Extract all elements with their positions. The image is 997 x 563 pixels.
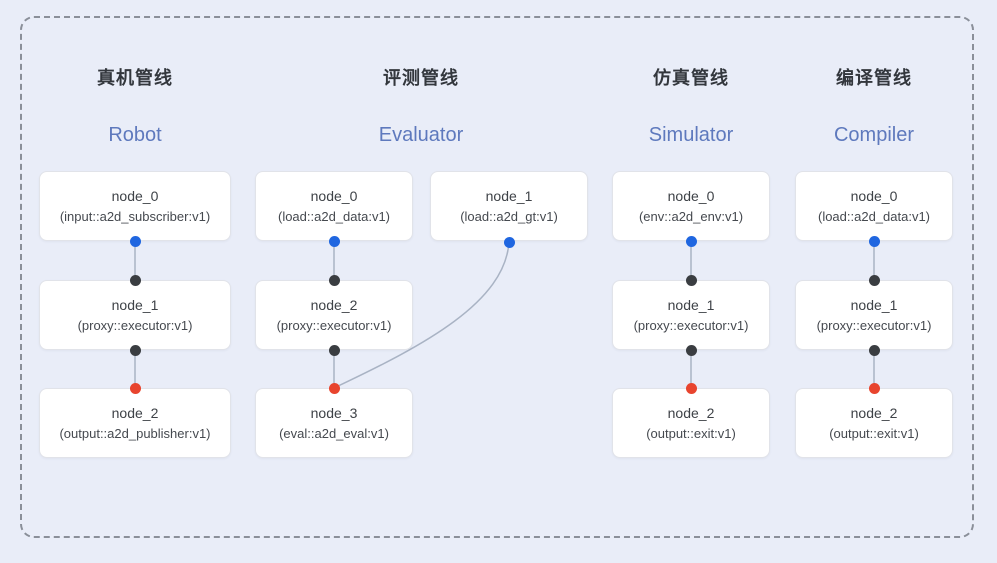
node-type: (proxy::executor:v1) (77, 317, 193, 333)
port-output-dot-compiler-node0 (868, 235, 880, 247)
node-type: (load::a2d_data:v1) (817, 208, 931, 224)
node-robot-node0: node_0 (input::a2d_subscriber:v1) (39, 171, 231, 241)
node-name: node_2 (667, 404, 715, 421)
port-input-dot-evaluator-node3 (328, 382, 340, 394)
node-evaluator-node3: node_3 (eval::a2d_eval:v1) (255, 388, 413, 458)
port-output-dot-evaluator-node0 (328, 235, 340, 247)
node-type: (load::a2d_data:v1) (277, 208, 391, 224)
port-input-dot-evaluator-node2 (328, 274, 340, 286)
node-name: node_2 (310, 296, 358, 313)
node-compiler-node1: node_1 (proxy::executor:v1) (795, 280, 953, 350)
pipeline-title-zh-simulator: 仿真管线 (653, 68, 729, 88)
pipeline-title-en-robot: Robot (108, 124, 162, 146)
port-output-dot-robot-node1 (129, 344, 141, 356)
node-name: node_0 (667, 187, 715, 204)
port-input-dot-robot-node1 (129, 274, 141, 286)
node-type: (load::a2d_gt:v1) (460, 208, 558, 224)
node-name: node_1 (485, 187, 533, 204)
node-compiler-node2: node_2 (output::exit:v1) (795, 388, 953, 458)
pipelines-frame (20, 16, 974, 538)
node-name: node_1 (850, 296, 898, 313)
node-simulator-node2: node_2 (output::exit:v1) (612, 388, 770, 458)
edge-evaluator-node1-node3 (335, 241, 510, 388)
port-output-dot-simulator-node0 (685, 235, 697, 247)
port-input-dot-robot-node2 (129, 382, 141, 394)
node-name: node_0 (310, 187, 358, 204)
port-output-dot-evaluator-node1 (503, 236, 515, 248)
node-simulator-node0: node_0 (env::a2d_env:v1) (612, 171, 770, 241)
pipeline-title-en-compiler: Compiler (833, 124, 915, 146)
node-name: node_3 (310, 404, 358, 421)
port-input-dot-simulator-node2 (685, 382, 697, 394)
node-name: node_0 (850, 187, 898, 204)
port-output-dot-simulator-node1 (685, 344, 697, 356)
node-type: (proxy::executor:v1) (816, 317, 932, 333)
node-evaluator-node2: node_2 (proxy::executor:v1) (255, 280, 413, 350)
node-robot-node2: node_2 (output::a2d_publisher:v1) (39, 388, 231, 458)
node-type: (env::a2d_env:v1) (638, 208, 744, 224)
node-type: (eval::a2d_eval:v1) (279, 425, 389, 441)
pipeline-title-en-simulator: Simulator (648, 124, 734, 146)
port-output-dot-compiler-node1 (868, 344, 880, 356)
node-name: node_1 (667, 296, 715, 313)
node-compiler-node0: node_0 (load::a2d_data:v1) (795, 171, 953, 241)
node-evaluator-node0: node_0 (load::a2d_data:v1) (255, 171, 413, 241)
node-type: (output::exit:v1) (829, 425, 919, 441)
pipeline-title-zh-compiler: 编译管线 (836, 68, 912, 88)
node-name: node_0 (111, 187, 159, 204)
pipeline-title-en-evaluator: Evaluator (378, 124, 464, 146)
node-robot-node1: node_1 (proxy::executor:v1) (39, 280, 231, 350)
node-name: node_2 (850, 404, 898, 421)
node-type: (output::a2d_publisher:v1) (59, 425, 211, 441)
node-name: node_1 (111, 296, 159, 313)
node-evaluator-node1: node_1 (load::a2d_gt:v1) (430, 171, 588, 241)
node-type: (proxy::executor:v1) (633, 317, 749, 333)
node-type: (output::exit:v1) (646, 425, 736, 441)
port-input-dot-compiler-node2 (868, 382, 880, 394)
node-simulator-node1: node_1 (proxy::executor:v1) (612, 280, 770, 350)
port-output-dot-robot-node0 (129, 235, 141, 247)
node-type: (input::a2d_subscriber:v1) (59, 208, 211, 224)
node-name: node_2 (111, 404, 159, 421)
pipeline-title-zh-evaluator: 评测管线 (383, 68, 459, 88)
pipeline-title-zh-robot: 真机管线 (97, 68, 173, 88)
node-type: (proxy::executor:v1) (276, 317, 392, 333)
port-input-dot-simulator-node1 (685, 274, 697, 286)
port-output-dot-evaluator-node2 (328, 344, 340, 356)
port-input-dot-compiler-node1 (868, 274, 880, 286)
